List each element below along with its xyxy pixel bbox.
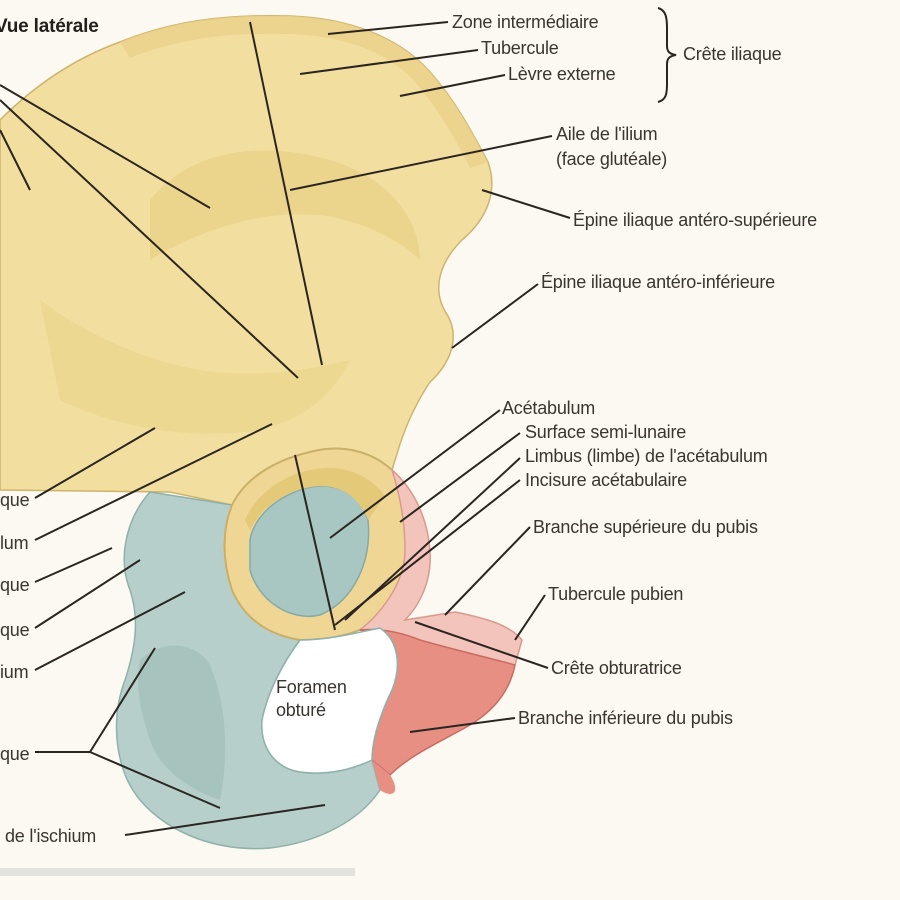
- label-left-cut-5: ium: [0, 662, 29, 682]
- lower-ilium-shade: [40, 300, 350, 434]
- label-aile-ilium: Aile de l'ilium: [556, 124, 658, 144]
- iliac-crest-brace: [657, 7, 677, 103]
- view-title: Vue latérale: [0, 16, 99, 37]
- label-tubercule-pubien: Tubercule pubien: [548, 584, 684, 604]
- acetabular-fossa: [249, 485, 370, 617]
- label-left-cut-2: lum: [0, 533, 29, 553]
- label-face-glutéale: (face glutéale): [556, 149, 668, 169]
- label-foramen: Foramen: [276, 677, 347, 697]
- label-crete-iliaque: Crête iliaque: [683, 44, 782, 64]
- label-left-cut-3: que: [0, 575, 30, 595]
- label-branche-superieure-pubis: Branche supérieure du pubis: [533, 517, 758, 537]
- leader-lines: [0, 21, 571, 836]
- label-incisure: Incisure acétabulaire: [525, 470, 687, 490]
- label-crete-obturatrice: Crête obturatrice: [551, 658, 682, 678]
- label-zone-intermediaire: Zone intermédiaire: [452, 12, 599, 32]
- label-epine-antero-inferieure: Épine iliaque antéro-inférieure: [541, 272, 775, 292]
- label-limbus: Limbus (limbe) de l'acétabulum: [525, 446, 768, 466]
- label-tubercule: Tubercule: [481, 38, 559, 58]
- bottom-divider: [0, 868, 355, 876]
- iliac-crest-band: [120, 15, 488, 169]
- label-epine-antero-superieure: Épine iliaque antéro-supérieure: [573, 210, 817, 230]
- label-obture: obturé: [276, 700, 326, 720]
- pubis-inferior: [372, 760, 396, 795]
- label-left-cut-7: de l'ischium: [5, 826, 97, 846]
- ischial-tuberosity-shade: [138, 645, 226, 800]
- label-left-cut-4: que: [0, 620, 30, 640]
- label-left-cut-1: que: [0, 490, 30, 510]
- label-acetabulum: Acétabulum: [502, 398, 596, 418]
- label-surface-semi-lunaire: Surface semi-lunaire: [525, 422, 687, 442]
- label-levre-externe: Lèvre externe: [508, 64, 616, 84]
- lunate-surface-upper: [245, 467, 385, 530]
- label-left-cut-6: que: [0, 744, 30, 764]
- obturator-foramen: [261, 627, 399, 774]
- label-branche-inferieure-pubis: Branche inférieure du pubis: [518, 708, 733, 728]
